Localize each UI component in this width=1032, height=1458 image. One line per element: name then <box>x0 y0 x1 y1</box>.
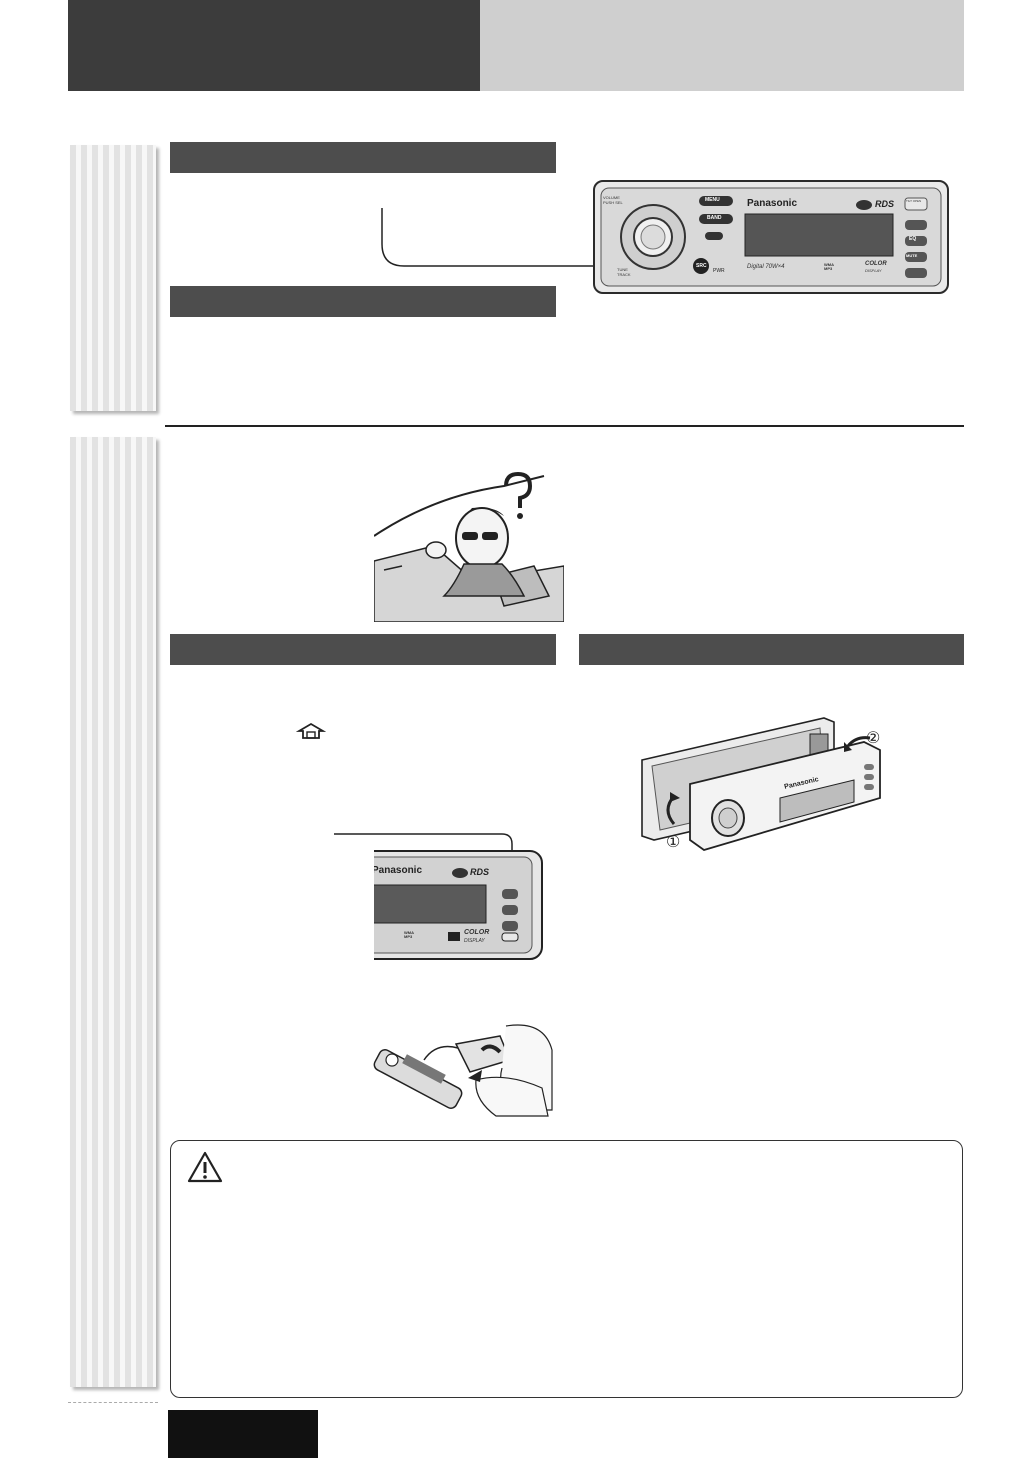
side-stripe-top <box>70 145 156 411</box>
color-label: COLOR <box>865 261 887 267</box>
model-label: Digital 70W×4 <box>747 264 785 270</box>
header-dark-block <box>68 0 480 91</box>
home-icon <box>296 722 326 739</box>
header-light-block <box>480 0 964 91</box>
confused-driver-illustration <box>374 466 564 622</box>
attach-panel-illustration: Panasonic ① ② <box>634 712 894 862</box>
stereo-panel-closeup: Panasonic RDS COLOR DISPLAY WMA MP3 <box>374 849 544 961</box>
caution-box <box>170 1140 963 1398</box>
volume-label: VOLUME PUSH SEL <box>603 195 623 205</box>
brand-logo: Panasonic <box>747 198 798 209</box>
step-two-marker: ② <box>866 730 881 747</box>
pwr-label: PWR <box>713 268 725 274</box>
closeup-color-label: COLOR <box>464 929 490 936</box>
mute-button[interactable]: MUTE <box>906 253 918 258</box>
src-button[interactable]: SRC <box>696 263 707 269</box>
menu-button[interactable]: MENU <box>705 197 720 203</box>
closeup-wma-mp3-label: WMA MP3 <box>404 930 414 939</box>
footer-dashed-rule <box>68 1402 158 1403</box>
wma-mp3-label: WMA MP3 <box>824 262 834 271</box>
closeup-brand-logo: Panasonic <box>374 865 423 876</box>
eq-button[interactable]: EQ <box>909 236 917 242</box>
section-bar-attach <box>579 634 964 665</box>
closeup-display-label: DISPLAY <box>464 938 485 944</box>
warning-triangle-icon <box>187 1151 223 1183</box>
tilt-open-label: TILT OPEN <box>906 199 922 203</box>
car-stereo-front-panel: Panasonic RDS MENU BAND SRC PWR VOLUME P… <box>593 180 949 294</box>
display-label: DISPLAY <box>865 268 882 273</box>
step-one-marker: ① <box>666 834 681 851</box>
section-bar-remove <box>170 634 556 665</box>
side-stripe-bottom <box>70 437 156 1387</box>
panel-case-illustration <box>373 1024 553 1117</box>
band-button[interactable]: BAND <box>707 215 722 221</box>
callout-line-src <box>381 208 698 267</box>
section-bar-power <box>170 142 556 173</box>
callout-line-release <box>334 833 513 936</box>
section-bar-source <box>170 286 556 317</box>
tune-track-label: TUNE TRACK <box>617 267 631 277</box>
rds-logo: RDS <box>875 199 895 209</box>
page-number-tab <box>168 1410 318 1458</box>
section-divider <box>165 425 964 427</box>
closeup-rds-logo: RDS <box>470 867 490 877</box>
